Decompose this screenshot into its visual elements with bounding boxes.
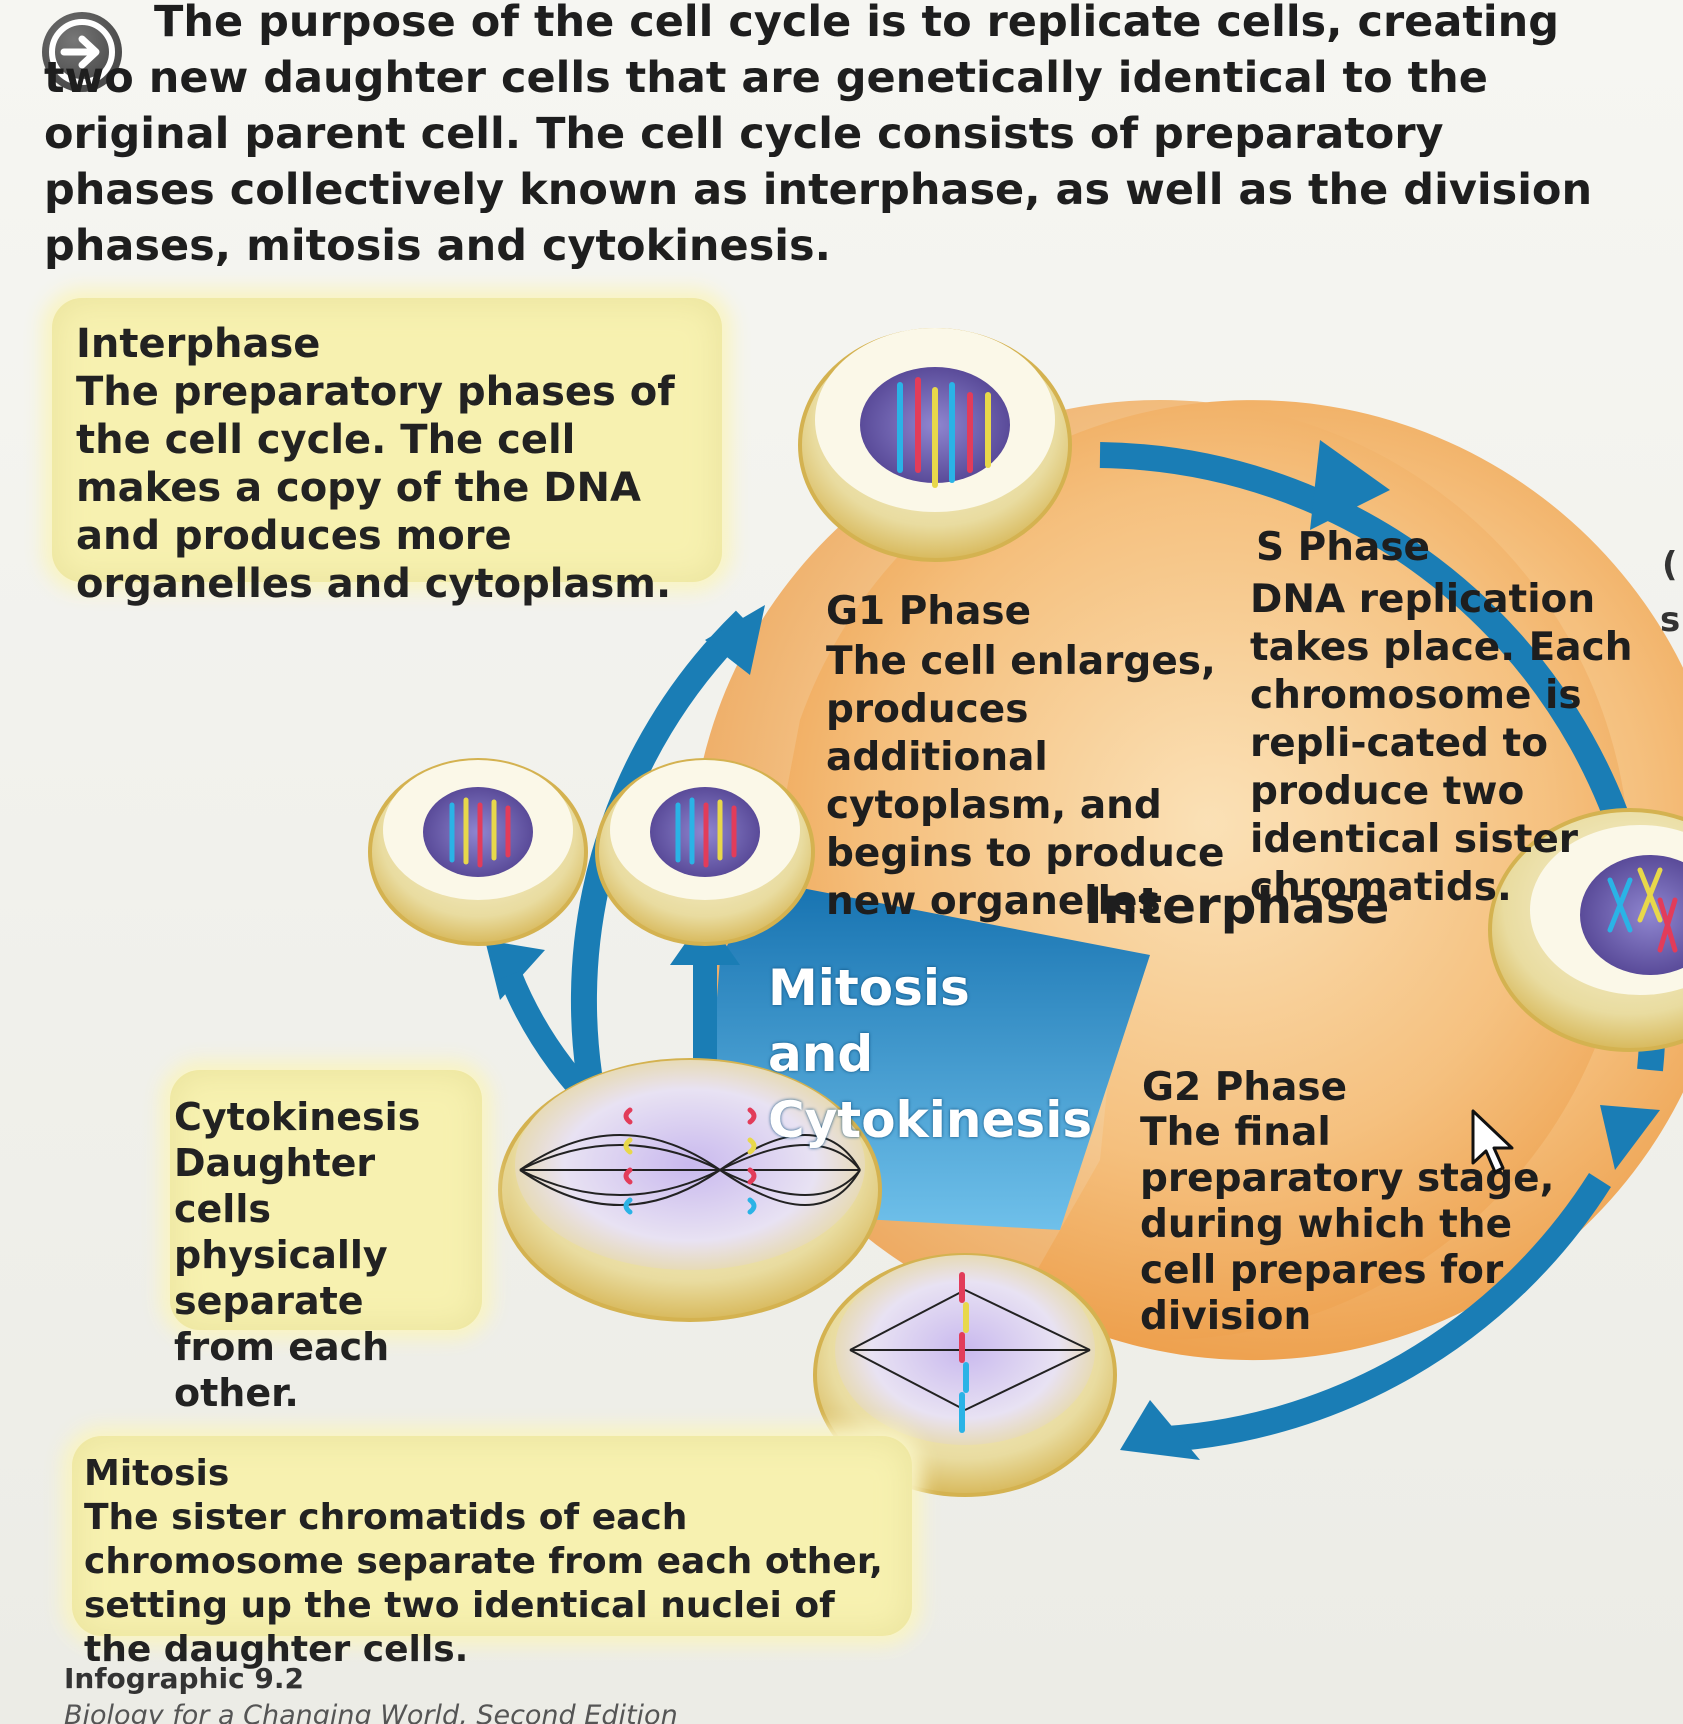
arrowhead-daughter-left [485,940,545,1000]
callout-mitosis-body: The sister chromatids of each chromosome… [84,1497,883,1670]
arrow-right-circle-icon [42,12,122,92]
arrowhead-g1 [705,605,765,675]
callout-cytokinesis-title: Cytokinesis [174,1095,421,1139]
g2-phase-description: The final preparatory stage, during whic… [1140,1110,1555,1339]
daughter-cell-left [368,758,588,946]
callout-cytokinesis-body: Daughter cells physically separate from … [174,1141,390,1415]
arrowhead-s-phase [1310,440,1390,530]
callout-mitosis-title: Mitosis [84,1453,230,1494]
edge-fragment-s: s [1660,600,1681,640]
arrowhead-g2 [1600,1105,1660,1170]
arrowhead-mitosis [1120,1400,1200,1460]
callout-cytokinesis: Cytokinesis Daughter cells physically se… [170,1070,482,1415]
g2-phase-title: G2 Phase [1142,1065,1348,1110]
callout-interphase-title: Interphase [76,321,321,367]
callout-interphase-body: The preparatory phases of the cell cycle… [76,369,675,607]
metaphase-cell [813,1253,1117,1497]
g1-phase-description: The cell enlarges, produces additional c… [826,639,1225,924]
g1-cell [798,328,1072,562]
s-phase-description: DNA replication takes place. Each chromo… [1250,577,1633,910]
callout-mitosis: Mitosis The sister chromatids of each ch… [72,1436,912,1670]
figure-caption: Infographic 9.2 [64,1662,305,1695]
mitosis-cytokinesis-label: Mitosis and Cytokinesis [768,959,1093,1149]
interphase-label: Interphase [1084,877,1390,935]
callout-interphase: Interphase The preparatory phases of the… [52,298,722,607]
s-phase-title: S Phase [1256,525,1430,570]
s-phase-cell [1488,808,1683,1052]
intro-paragraph: The purpose of the cell cycle is to repl… [44,0,1593,271]
anaphase-cell [498,1058,882,1322]
g1-phase-title: G1 Phase [826,589,1032,634]
edge-fragment-paren: ( [1662,545,1678,585]
daughter-cell-right [595,758,815,946]
mouse-cursor-icon [1471,1109,1514,1174]
figure-source: Biology for a Changing World, Second Edi… [64,1700,678,1724]
